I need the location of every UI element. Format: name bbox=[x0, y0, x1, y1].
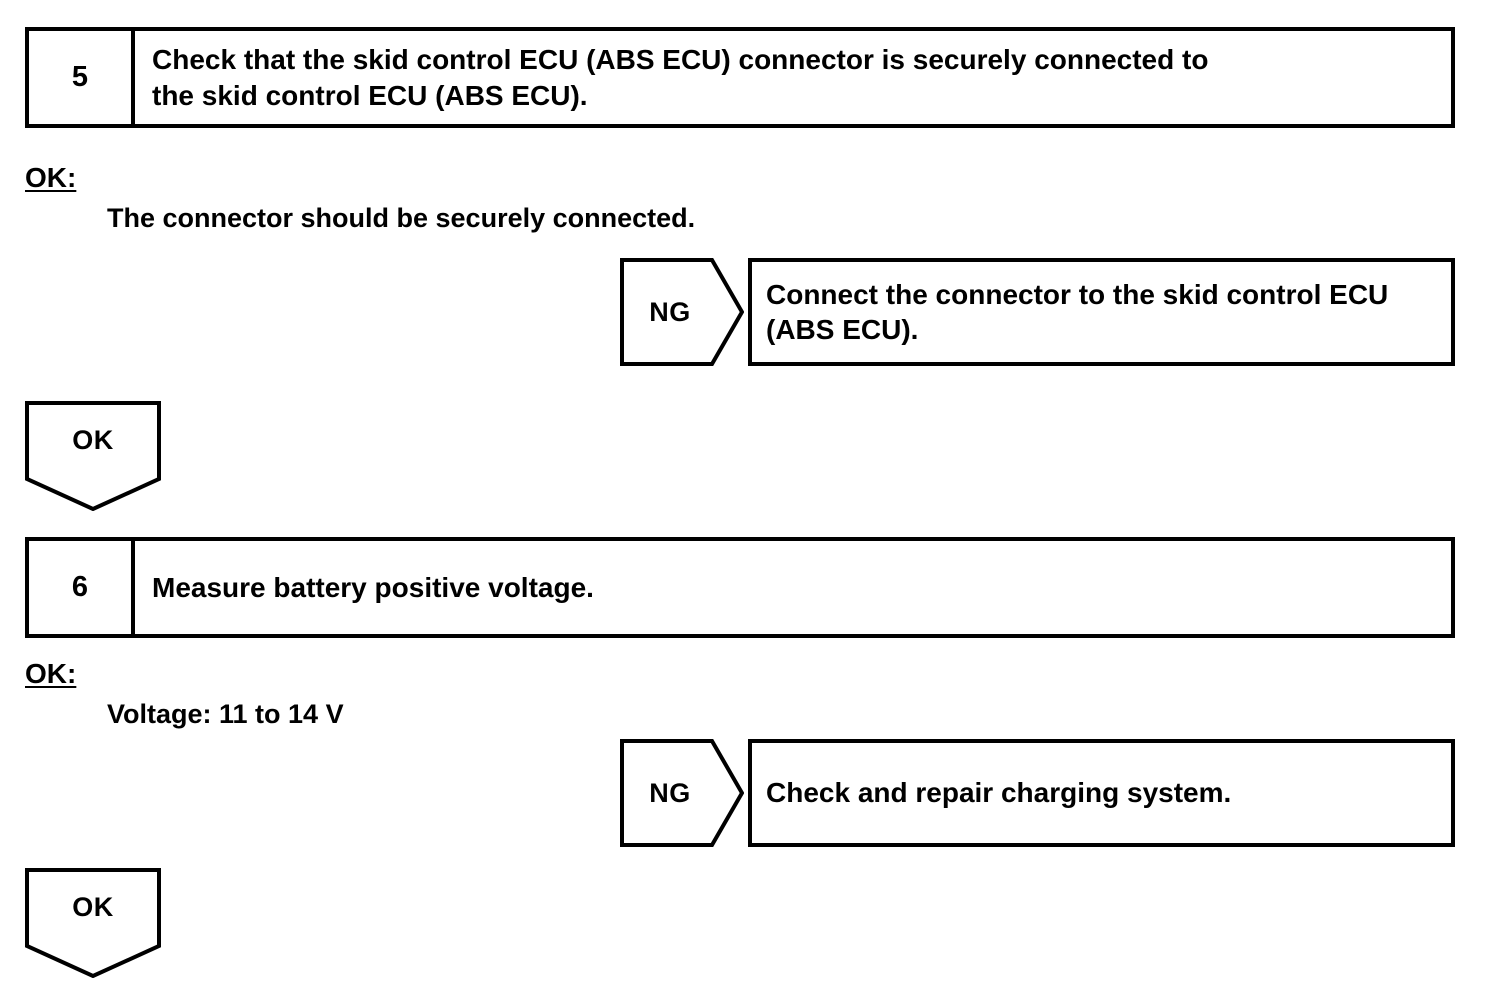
step-number-5: 5 bbox=[29, 31, 135, 124]
ng-pentagon-5: NG bbox=[620, 258, 744, 366]
ok-pentagon-icon bbox=[25, 868, 161, 978]
ng-action-box-6: Check and repair charging system. bbox=[748, 739, 1455, 847]
ok-condition-5: The connector should be securely connect… bbox=[107, 203, 696, 233]
step-number-6: 6 bbox=[29, 541, 135, 634]
ok-pentagon-icon bbox=[25, 401, 161, 511]
ng-label-6: NG bbox=[649, 777, 691, 808]
ok-heading-5: OK: bbox=[25, 162, 77, 193]
step-box-6: 6 Measure battery positive voltage. bbox=[25, 537, 1455, 638]
step-box-5: 5 Check that the skid control ECU (ABS E… bbox=[25, 27, 1455, 128]
ng-action-box-5: Connect the connector to the skid contro… bbox=[748, 258, 1455, 366]
step-instruction-5: Check that the skid control ECU (ABS ECU… bbox=[152, 44, 1209, 111]
ok-connector-label-6: OK bbox=[72, 891, 114, 922]
ng-label-5: NG bbox=[649, 296, 691, 327]
ok-pentagon-5: OK bbox=[25, 401, 161, 511]
ok-pentagon-6: OK bbox=[25, 868, 161, 978]
ng-pentagon-icon bbox=[620, 258, 744, 366]
ok-connector-label-5: OK bbox=[72, 424, 114, 455]
ng-pentagon-6: NG bbox=[620, 739, 744, 847]
ok-heading-6: OK: bbox=[25, 658, 77, 689]
ng-pentagon-icon bbox=[620, 739, 744, 847]
ok-condition-6: Voltage: 11 to 14 V bbox=[107, 699, 344, 729]
step-instruction-6: Measure battery positive voltage. bbox=[152, 571, 594, 603]
